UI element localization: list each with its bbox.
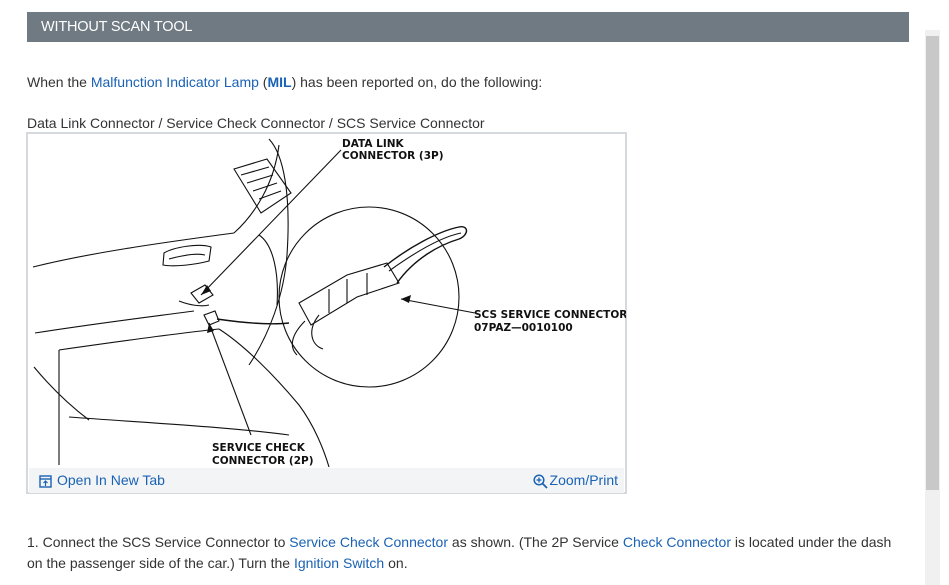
floor-curve (218, 328, 330, 468)
scrollbar-thumb[interactable] (926, 36, 939, 490)
dlc-label-line1: DATA LINK (342, 138, 405, 150)
scs-label-line1: SCS SERVICE CONNECTOR (474, 309, 626, 321)
figure-container: DATA LINK CONNECTOR (3P) SCS SERVICE CON… (26, 132, 627, 494)
magnified-view-circle (278, 206, 460, 388)
dlc-leader-line (200, 149, 342, 296)
zoom-print-label: Zoom/Print (549, 472, 618, 488)
vertical-scrollbar[interactable] (922, 0, 949, 585)
dlc-label-line2: CONNECTOR (3P) (342, 150, 444, 162)
intro-text-before: When the (27, 74, 91, 90)
svc-label-line1: SERVICE CHECK (212, 442, 306, 454)
dash-top-line (32, 232, 235, 268)
step-text-4: on. (384, 555, 408, 571)
intro-paren: ( (258, 74, 268, 90)
malfunction-indicator-lamp-link[interactable]: Malfunction Indicator Lamp (90, 74, 259, 90)
step-1-paragraph: 1. Connect the SCS Service Connector to … (27, 532, 897, 574)
door-handle (162, 244, 212, 267)
zoom-in-icon (532, 474, 548, 489)
figure-caption: Data Link Connector / Service Check Conn… (27, 115, 485, 131)
zoom-print-button[interactable]: Zoom/Print (532, 468, 618, 493)
dash-console-curve (248, 138, 289, 366)
open-in-new-tab-button[interactable]: Open In New Tab (39, 468, 165, 493)
connector-diagram[interactable]: DATA LINK CONNECTOR (3P) SCS SERVICE CON… (29, 135, 626, 468)
service-check-connector-link[interactable]: Service Check Connector (289, 534, 449, 550)
intro-text-after: ) has been reported on, do the following… (291, 74, 543, 90)
page-content: WITHOUT SCAN TOOL When the Malfunction I… (26, 12, 909, 574)
svc-leader-line (208, 322, 252, 436)
step-text-1: Connect the SCS Service Connector to (42, 534, 290, 550)
figure-footer: Open In New Tab Zoom/Print (29, 468, 624, 493)
dash-edge (233, 144, 280, 234)
service-check-connector (203, 310, 220, 326)
air-vent (233, 158, 292, 214)
check-connector-link[interactable]: Check Connector (622, 534, 732, 550)
section-title: WITHOUT SCAN TOOL (41, 19, 193, 35)
scs-leader-line (400, 298, 476, 314)
step-number: 1. (27, 534, 43, 550)
mil-link[interactable]: MIL (267, 74, 292, 90)
scs-label-line2: 07PAZ—0010100 (474, 322, 573, 334)
scs-connector-body (298, 262, 400, 326)
ignition-switch-link[interactable]: Ignition Switch (293, 555, 385, 571)
data-link-connector (190, 284, 214, 304)
step-text-3: is located under the dash on the passeng… (27, 534, 892, 571)
open-in-new-tab-icon (39, 475, 52, 488)
step-text-2: as shown. (The 2P Service (448, 534, 623, 550)
intro-paragraph: When the Malfunction Indicator Lamp (MIL… (27, 72, 542, 92)
section-header: WITHOUT SCAN TOOL (27, 12, 909, 42)
glovebox-line (34, 310, 195, 334)
open-in-new-tab-label: Open In New Tab (57, 472, 165, 488)
svc-label-line2: CONNECTOR (2P) (212, 455, 314, 467)
